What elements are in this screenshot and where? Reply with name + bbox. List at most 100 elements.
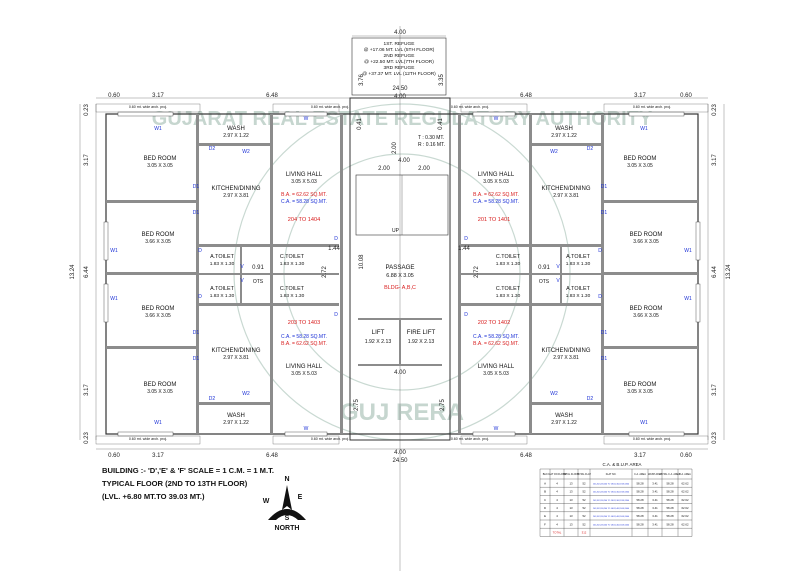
- window-tag: W1: [154, 420, 162, 426]
- svg-text:@ +37.37 MT. LVL (12TH FLOOR): @ +37.37 MT. LVL (12TH FLOOR): [362, 71, 436, 77]
- svg-text:1.92 X 2.13: 1.92 X 2.13: [365, 339, 392, 345]
- table-title: C.A. & B.U.P. AREA: [603, 462, 642, 467]
- table-cell: 62.62: [682, 490, 689, 494]
- svg-text:13.24: 13.24: [726, 264, 732, 280]
- plan-text: 1.83 X 1.30: [280, 293, 305, 299]
- plan-text: B.A. = 62.62 SQ.MT.: [473, 192, 519, 198]
- ventilator-tag: V: [240, 278, 244, 284]
- table-header: FLAT NO.: [606, 473, 617, 476]
- door-tag: D1: [193, 184, 200, 190]
- unit-number: 201 TO 1401: [478, 217, 510, 223]
- window-tag: W: [494, 116, 499, 122]
- svg-text:2.75: 2.75: [440, 399, 446, 411]
- table-cell: 4: [556, 481, 558, 485]
- plan-text: C.A. = 58.28 SQ.MT.: [473, 199, 519, 205]
- window-tag: W1: [684, 296, 692, 302]
- svg-text:2.00: 2.00: [392, 142, 398, 154]
- table-cell: 62.62: [682, 506, 689, 510]
- svg-text:4.00: 4.00: [394, 94, 406, 100]
- plan-text: 3.05 X 3.05: [147, 389, 173, 395]
- svg-text:13.24: 13.24: [70, 264, 76, 280]
- window-tag: W1: [154, 126, 162, 132]
- table-cell: 58.28: [637, 498, 644, 502]
- kitchen-label: KITCHEN/DINING: [211, 348, 260, 354]
- svg-text:10.08: 10.08: [359, 254, 365, 270]
- wash-label: WASH: [555, 413, 573, 419]
- svg-text:0.23: 0.23: [712, 432, 718, 444]
- svg-text:@ +22.50 MT. LVL(7TH FLOOR): @ +22.50 MT. LVL(7TH FLOOR): [364, 59, 434, 65]
- door-tag: D1: [601, 356, 608, 362]
- svg-text:@ +17.06 MT. LVL (5TH FLOOR): @ +17.06 MT. LVL (5TH FLOOR): [364, 47, 435, 53]
- svg-text:0.23: 0.23: [84, 104, 90, 116]
- svg-text:2.00: 2.00: [378, 166, 390, 172]
- unit-number: 204 TO 1404: [288, 217, 320, 223]
- bedroom-label: BED ROOM: [624, 156, 657, 162]
- living-hall-label: LIVING HALL: [478, 364, 515, 370]
- door-tag: D2: [587, 396, 594, 402]
- svg-text:0.23: 0.23: [84, 432, 90, 444]
- plan-text: C.A. = 58.28 SQ.MT.: [281, 199, 327, 205]
- title-block: BUILDING :- 'D','E' & 'F' SCALE = 1 C.M.…: [102, 466, 274, 501]
- plan-text: 1.83 X 1.30: [496, 261, 521, 267]
- table-cell: 52: [582, 522, 586, 526]
- window-tag: W2: [242, 391, 250, 397]
- bedroom-label: BED ROOM: [144, 382, 177, 388]
- table-cell: 201,202,203,204 TO 1401,1402,1403,1404: [593, 508, 629, 510]
- building-walls: [95, 97, 709, 445]
- door-tag: D1: [193, 356, 200, 362]
- plan-text: 1.83 X 1.30: [566, 261, 591, 267]
- plan-text: B.A. = 62.62 SQ.MT.: [281, 341, 327, 347]
- c-toilet-label: C.TOILET: [496, 254, 521, 260]
- kitchen-label: KITCHEN/DINING: [541, 348, 590, 354]
- watermark-bottom-text: GUJ RERA: [340, 399, 464, 426]
- svg-text:0.91: 0.91: [538, 265, 550, 271]
- plan-text: 3.66 X 3.05: [145, 239, 171, 245]
- table-cell: 58.28: [667, 490, 674, 494]
- svg-text:0.41: 0.41: [438, 118, 444, 130]
- door-tag: D: [198, 294, 202, 300]
- table-cell: 3.41: [652, 514, 658, 518]
- svg-text:3RD REFUGE: 3RD REFUGE: [384, 65, 415, 71]
- a-toilet-label: A.TOILET: [210, 286, 235, 292]
- table-header: BLK: [543, 473, 548, 476]
- table-cell: 58.28: [637, 506, 644, 510]
- svg-text:4.00: 4.00: [394, 30, 406, 36]
- table-cell: 3.41: [652, 490, 658, 494]
- svg-text:6.44: 6.44: [84, 266, 90, 278]
- wash-label: WASH: [227, 413, 245, 419]
- window-tag: W2: [242, 149, 250, 155]
- living-hall-label: LIVING HALL: [286, 364, 323, 370]
- plan-text: B.A. = 62.62 SQ.MT.: [473, 341, 519, 347]
- svg-text:2.75: 2.75: [354, 399, 360, 411]
- plan-text: 3.05 X 5.03: [483, 179, 509, 185]
- bedroom-label: BED ROOM: [624, 382, 657, 388]
- svg-text:0.60: 0.60: [680, 453, 692, 459]
- ventilator-tag: V: [240, 264, 244, 270]
- door-tag: D1: [601, 184, 608, 190]
- plan-text: 2.97 X 1.22: [551, 133, 577, 139]
- plan-text: 3.05 X 3.05: [627, 163, 653, 169]
- table-cell: D: [544, 506, 546, 510]
- a-toilet-label: A.TOILET: [566, 286, 591, 292]
- north-arrow: N S W E NORTH: [263, 476, 306, 532]
- table-cell: 13: [569, 514, 573, 518]
- table-cell: 201,202,203,204 TO 1301,1302,1303,1304: [593, 483, 629, 485]
- door-tag: D1: [193, 330, 200, 336]
- table-cell: 13: [569, 522, 573, 526]
- table-cell: 52: [582, 481, 586, 485]
- door-tag: D: [334, 236, 338, 242]
- window-tag: W1: [640, 126, 648, 132]
- kitchen-label: KITCHEN/DINING: [541, 186, 590, 192]
- svg-text:T : 0.30 MT.: T : 0.30 MT.: [418, 135, 444, 141]
- table-header: WASH AREA: [648, 473, 663, 476]
- table-header: TOTAL FLOOR: [563, 473, 580, 476]
- door-tag: D1: [601, 210, 608, 216]
- drawing-subtitle: TYPICAL FLOOR (2ND TO 13TH FLOOR): [102, 479, 248, 488]
- door-tag: D: [598, 248, 602, 254]
- table-cell: 52: [582, 514, 586, 518]
- svg-text:24.50: 24.50: [392, 458, 408, 464]
- drawing-level: (LVL. +6.80 MT.TO 39.03 MT.): [102, 492, 205, 501]
- svg-text:0.60: 0.60: [108, 93, 120, 99]
- plan-text: C.A. = 58.28 SQ.MT.: [281, 334, 327, 340]
